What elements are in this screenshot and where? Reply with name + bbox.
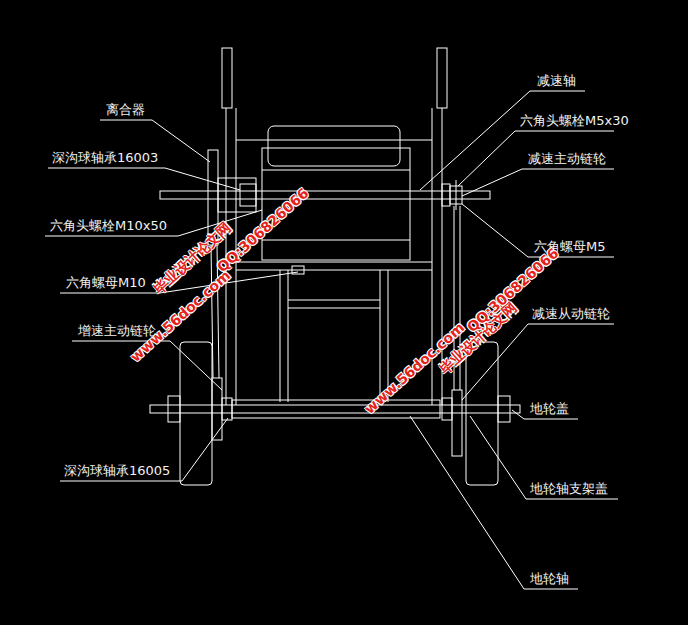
frame-line [236,270,432,271]
wheel-cap [498,396,510,422]
shaft [160,191,490,199]
bolt [456,180,457,210]
bearing [240,184,256,206]
sprocket [442,184,450,206]
frame-line [380,270,381,402]
axle-frame [232,400,440,418]
handle [222,48,232,108]
watermark: QQ:306826066 [463,244,562,336]
frame-line [280,270,281,402]
part-label: 减速从动链轮 [532,305,610,322]
bearing [222,398,232,420]
frame-line [288,300,380,301]
bearing [442,398,452,420]
part-label: 地轮轴 [530,570,569,587]
part-label: 地轮轴支架盖 [530,480,608,497]
part-label: 地轮盖 [530,400,569,417]
frame-line [288,308,380,309]
part-label: 深沟球轴承16005 [64,462,170,479]
part-label: 六角头螺栓M10x50 [50,217,167,234]
leader-lines [45,91,618,589]
frame-line [236,140,432,141]
part-label: 深沟球轴承16003 [52,149,158,166]
wheel [180,342,212,485]
chain [211,245,213,378]
wheel-axle [150,405,520,413]
part-label: 离合器 [106,101,145,118]
wheel-cap [168,396,180,422]
frame-line [236,262,432,263]
frame-line [288,270,289,402]
part-label: 减速主动链轮 [528,150,606,167]
sprocket [452,390,462,456]
sprocket [212,378,222,440]
motor-cap [268,126,400,166]
motor-line [262,240,410,241]
part-label: 六角头螺栓M5x30 [520,112,629,129]
motor-line [262,170,410,171]
clutch-hub [218,178,256,212]
part-label: 六角螺母M10 [66,274,146,291]
part-label: 减速轴 [537,72,576,89]
handle [437,48,447,108]
